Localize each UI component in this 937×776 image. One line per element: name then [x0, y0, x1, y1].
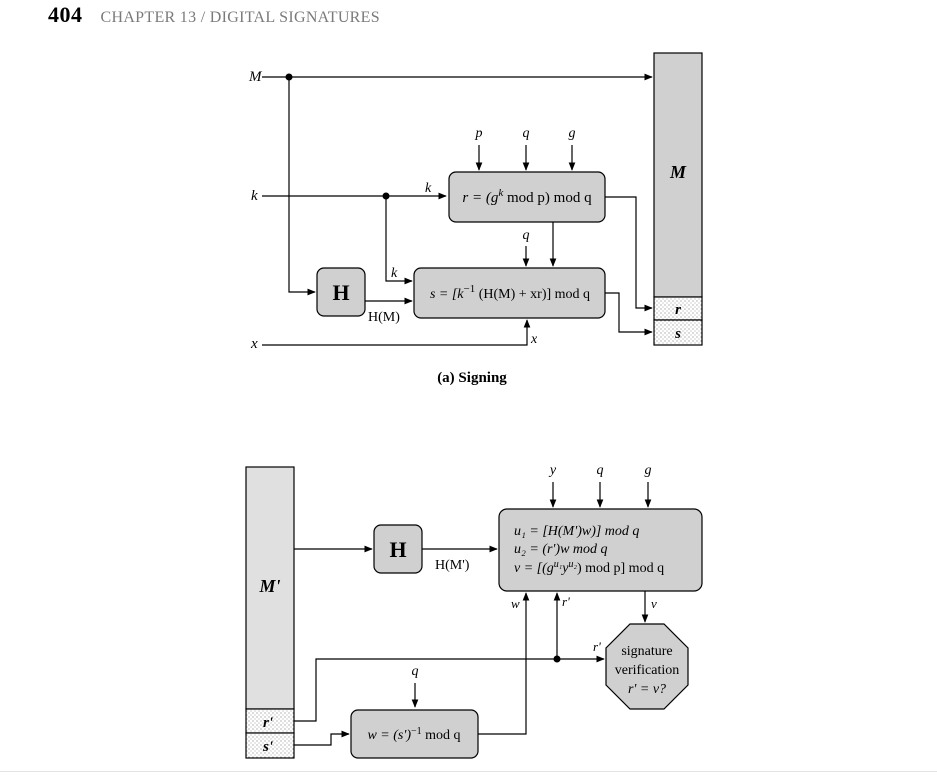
signing-message-label: M: [669, 162, 687, 182]
verifying-diagram: M' r' s' H H(M') y q g u₁ = [H(M')w)] mo…: [245, 463, 703, 759]
signing-s-output: [605, 292, 653, 336]
page-number: 404: [48, 2, 83, 27]
signing-r-label: r: [675, 302, 681, 318]
verify-r-prime-line: [294, 655, 605, 722]
verify-u2: u₂ = (r')w mod q: [514, 542, 608, 557]
verify-param-y: y: [548, 463, 557, 478]
verify-w-formula-lead: w = (s'): [367, 728, 411, 743]
verify-s-prime-line: [294, 730, 350, 746]
chapter-title: CHAPTER 13 / DIGITAL SIGNATURES: [100, 9, 380, 26]
signing-k-to-s: [385, 196, 413, 285]
signing-param-p: p: [475, 126, 483, 141]
signing-s-formula: s = [k−1 (H(M) + xr)] mod q: [430, 283, 590, 302]
verify-v-sup2: u₂: [568, 559, 577, 570]
verify-param-g: g: [645, 463, 652, 478]
signing-caption: (a) Signing: [437, 370, 507, 386]
page-bottom-rule: [0, 771, 937, 772]
signing-r-formula-lead: r = (g: [462, 190, 498, 206]
signing-hash-label: H: [332, 280, 349, 305]
verify-v: v = [(gu₁yu₂) mod p] mod q: [514, 559, 664, 576]
signing-diagram: M r s M k x H H(M) k k x p q g: [248, 52, 703, 386]
verify-s-label: s': [262, 739, 273, 755]
signing-s-block: [653, 319, 703, 346]
verify-octagon-line2: verification: [615, 663, 680, 678]
verify-w-formula-sup: −1: [411, 726, 422, 737]
signing-input-m: M: [248, 69, 263, 85]
signing-param-q2: q: [523, 228, 530, 243]
verify-s-block: [245, 732, 295, 759]
signing-hash-out-label: H(M): [368, 310, 400, 325]
signing-param-q: q: [523, 126, 530, 141]
verify-v-sup1: u₁: [554, 559, 562, 570]
signing-k-label-r: k: [425, 181, 432, 196]
verify-v-lead: v = [(g: [514, 561, 554, 576]
signing-s-label: s: [674, 326, 681, 342]
signing-s-formula-sup: −1: [464, 283, 476, 295]
signing-k-label-s: k: [391, 266, 398, 281]
signing-s-formula-tail: (H(M) + xr)] mod q: [475, 287, 590, 302]
verify-v-tail: ) mod p] mod q: [577, 561, 664, 576]
page-header: 404 CHAPTER 13 / DIGITAL SIGNATURES: [48, 2, 380, 28]
verify-hash-out-label: H(M'): [435, 558, 470, 573]
signing-r-formula-sup: k: [498, 187, 504, 199]
signing-param-g: g: [569, 126, 576, 141]
signing-input-k: k: [251, 188, 258, 204]
verify-param-q: q: [597, 463, 604, 478]
verify-r-label: r': [263, 715, 273, 731]
signing-hash-box: [316, 267, 366, 317]
signing-input-x: x: [250, 336, 258, 352]
signing-x-line: [262, 319, 531, 346]
verify-v-label: v: [651, 596, 657, 611]
verify-hash-label: H: [389, 537, 406, 562]
verify-u-box: [498, 508, 703, 592]
verify-octagon-line1: signature: [621, 644, 672, 659]
verify-octagon: [605, 623, 689, 710]
verify-octagon-line3: r' = v?: [628, 682, 666, 697]
verify-u1: u₁ = [H(M')w)] mod q: [514, 524, 639, 539]
verify-v-mid: y: [560, 561, 569, 576]
signing-m-to-hash: [288, 77, 316, 296]
verify-w-label: w: [511, 596, 520, 611]
verify-w-line: [478, 592, 530, 735]
verify-r-prime-label-up: r': [562, 594, 570, 609]
verify-w-formula: w = (s')−1 mod q: [367, 726, 460, 743]
verify-param-q2: q: [412, 664, 419, 679]
signing-x-label: x: [530, 332, 538, 347]
signing-r-formula-tail: mod p) mod q: [503, 190, 592, 206]
verify-r-prime-label-oct: r': [593, 639, 601, 654]
signing-r-formula: r = (gk mod p) mod q: [462, 187, 592, 206]
verify-w-formula-tail: mod q: [422, 728, 461, 743]
signing-message-block: [653, 52, 703, 298]
signing-r-output: [605, 196, 653, 312]
signing-s-formula-lead: s = [k: [430, 287, 464, 302]
verify-message-label: M': [258, 576, 280, 596]
